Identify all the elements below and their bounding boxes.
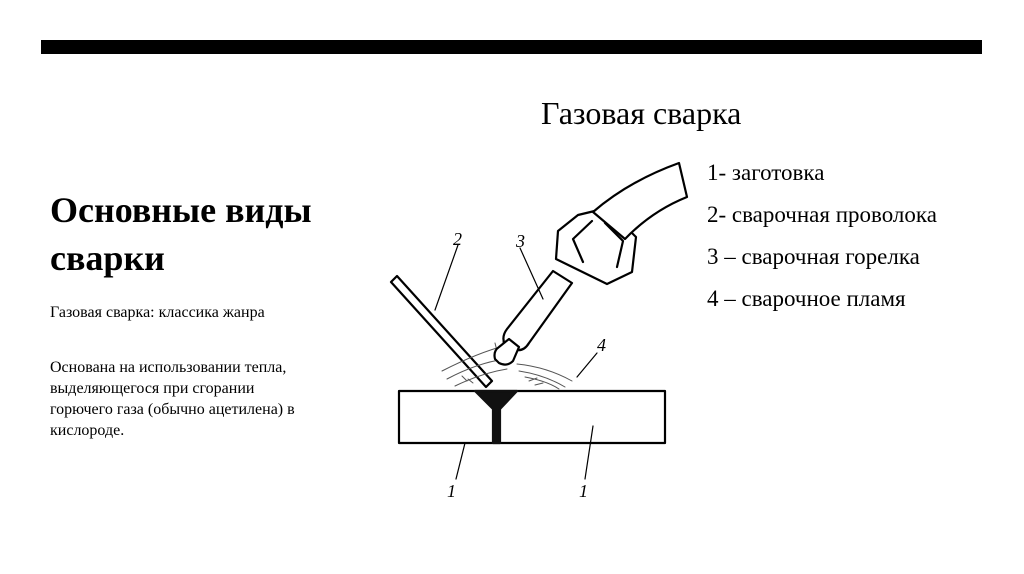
legend-item: 2- сварочная проволока: [707, 202, 937, 227]
callout-workpiece-left: 1: [447, 481, 456, 501]
slide-subtitle: Газовая сварка: классика жанра: [50, 304, 265, 321]
slide-body-text: Основана на использовании тепла, выделяю…: [50, 359, 295, 439]
slide-title: Основные виды сварки: [50, 190, 312, 278]
torch-nozzle: [493, 337, 521, 366]
workpiece-plates: [397, 389, 667, 445]
diagram-legend: 1- заготовка 2- сварочная проволока 3 – …: [707, 157, 979, 325]
top-accent-bar: [41, 40, 982, 54]
callout-torch: 3: [515, 231, 525, 251]
welding-torch: [502, 269, 574, 352]
diagram-drawing: 2 3 4 1 1: [389, 161, 689, 501]
legend-item: 1- заготовка: [707, 160, 825, 185]
callout-flame: 4: [597, 335, 606, 355]
gas-welding-diagram: 2 3 4 1 1 Газовая сварка 1- заготовка 2-…: [347, 81, 981, 531]
legend-item: 4 – сварочное пламя: [707, 286, 906, 311]
legend-item: 3 – сварочная горелка: [707, 244, 920, 269]
diagram-title: Газовая сварка: [541, 95, 742, 131]
callout-wire: 2: [453, 229, 462, 249]
callout-workpiece-right: 1: [579, 481, 588, 501]
gas-hose: [591, 161, 689, 241]
weld-seam: [473, 389, 519, 445]
